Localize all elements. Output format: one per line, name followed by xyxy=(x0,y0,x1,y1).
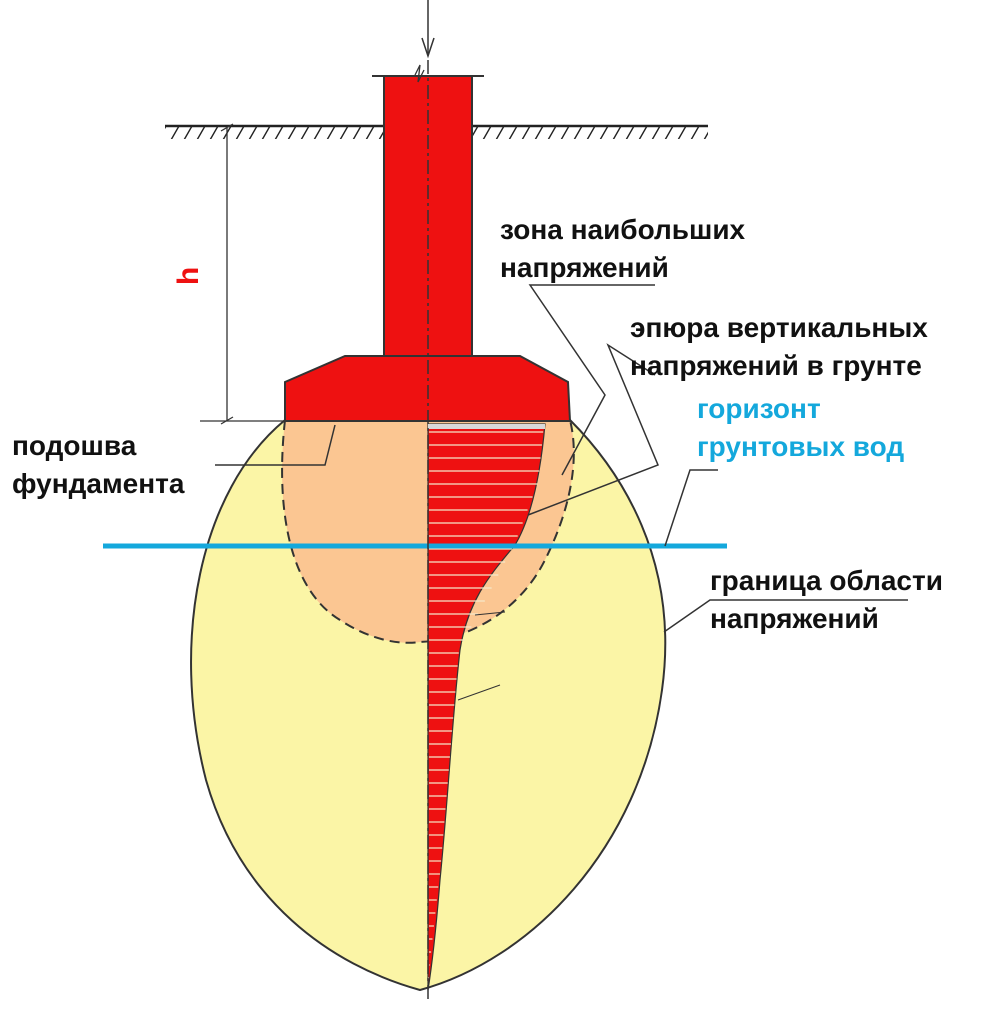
epure-label-line1: эпюра вертикальных xyxy=(630,312,928,343)
ground-surface xyxy=(165,124,708,139)
groundwater-label-line1: горизонт xyxy=(697,393,821,424)
groundwater-leader xyxy=(664,469,718,547)
footing-leader xyxy=(215,424,336,466)
depth-label-h: h xyxy=(172,267,205,285)
boundary-label-line2: напряжений xyxy=(710,603,879,634)
epure-leader xyxy=(527,343,659,516)
stress-zone-label-line1: зона наибольших xyxy=(500,214,746,245)
load-arrow xyxy=(414,0,435,1000)
stress-zone-label-line2: напряжений xyxy=(500,252,669,283)
groundwater-label-line2: грунтовых вод xyxy=(697,431,904,462)
leader-lines xyxy=(215,284,908,701)
footing-label-line2: фундамента xyxy=(12,468,185,499)
boundary-leader xyxy=(663,599,908,633)
boundary-label-line1: граница области xyxy=(710,565,943,596)
depth-dimension xyxy=(200,123,285,425)
vertical-stress-epure xyxy=(427,423,546,991)
epure-label-line2: напряжений в грунте xyxy=(630,350,922,381)
stress-zone-leader xyxy=(528,284,655,476)
footing-label-line1: подошва xyxy=(12,430,137,461)
